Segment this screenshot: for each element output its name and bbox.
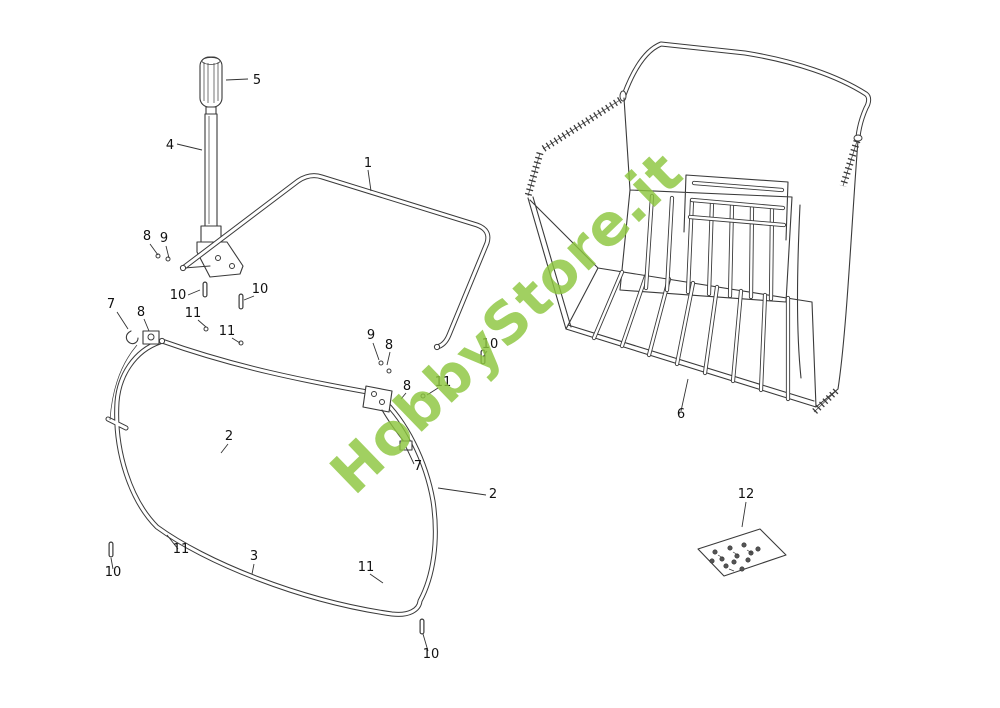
part-6-assembled-catcher — [524, 44, 869, 415]
callout-part-8-a: 8 — [143, 229, 151, 244]
left-hinge-bracket-parts-7-8-9-11 — [125, 253, 244, 346]
callout-part-3: 3 — [250, 549, 258, 564]
callout-part-8-c: 8 — [385, 338, 393, 353]
part-12-hardware-kit — [697, 528, 787, 577]
callout-part-6: 6 — [677, 407, 685, 422]
callout-labels: 5 4 1 8 9 10 10 11 11 7 8 9 8 10 11 8 7 … — [105, 73, 755, 662]
callout-part-2-b: 2 — [489, 487, 497, 502]
callout-part-11-e: 11 — [358, 560, 375, 575]
callout-part-12: 12 — [738, 487, 755, 502]
callout-part-8-b: 8 — [137, 305, 145, 320]
callout-leader-lines — [110, 78, 747, 652]
callout-part-7-b: 7 — [414, 459, 422, 474]
catcher-back-slats — [646, 196, 772, 299]
callout-part-8-d: 8 — [403, 379, 411, 394]
callout-part-10-a: 10 — [170, 288, 187, 303]
callout-part-11-c: 11 — [435, 375, 452, 390]
catcher-floor-grid — [594, 272, 788, 399]
callout-part-2-a: 2 — [225, 429, 233, 444]
callout-part-9-a: 9 — [160, 231, 168, 246]
callout-part-1: 1 — [364, 156, 372, 171]
right-hinge-bracket-parts-7-8-9-11 — [362, 360, 426, 451]
callout-part-10-b: 10 — [252, 282, 269, 297]
callout-part-7-a: 7 — [107, 297, 115, 312]
callout-part-9-b: 9 — [367, 328, 375, 343]
callout-part-10-e: 10 — [423, 647, 440, 662]
part-4-handle-tube — [183, 113, 244, 278]
callout-part-10-d: 10 — [105, 565, 122, 580]
part-5-grip — [199, 56, 223, 115]
callout-part-11-d: 11 — [173, 542, 190, 557]
callout-part-4: 4 — [166, 138, 174, 153]
callout-part-11-a: 11 — [185, 306, 202, 321]
callout-part-11-b: 11 — [219, 324, 236, 339]
callout-part-5: 5 — [253, 73, 261, 88]
callout-part-10-c: 10 — [482, 337, 499, 352]
